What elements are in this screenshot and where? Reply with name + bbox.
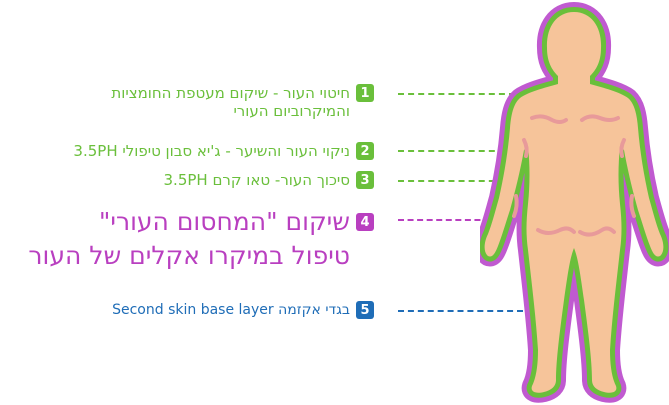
item-4: שיקום "המחסום העורי" טיפול במיקרו אקלים … (28, 205, 374, 273)
item-2-text: ניקוי העור והשיער - ג'יא סבון טיפולי 3.5… (73, 142, 350, 160)
item-3: סיכוך העור- טאו קרם 3.5PH 3 (164, 171, 374, 189)
item-1-line1: חיטוי העור - שיקום מעטפת החומציות (111, 84, 350, 102)
item-3-badge: 3 (356, 171, 374, 189)
item-4-leader-line (398, 219, 490, 221)
item-1-text: חיטוי העור - שיקום מעטפת החומציות והמיקר… (111, 84, 350, 120)
item-4-text: שיקום "המחסום העורי" טיפול במיקרו אקלים … (28, 205, 350, 273)
skin-body (485, 12, 664, 393)
item-5-badge: 5 (356, 301, 374, 319)
item-1-line2: והמיקרוביום העורי (111, 102, 350, 120)
item-2: ניקוי העור והשיער - ג'יא סבון טיפולי 3.5… (73, 142, 374, 160)
item-4-line2: טיפול במיקרו אקלים של העור (28, 239, 350, 273)
item-1: חיטוי העור - שיקום מעטפת החומציות והמיקר… (111, 84, 374, 120)
human-body-illustration (480, 0, 669, 405)
item-3-text: סיכוך העור- טאו קרם 3.5PH (164, 171, 350, 189)
item-2-badge: 2 (356, 142, 374, 160)
item-5: בגדי אקזמה Second skin base layer 5 (112, 301, 374, 319)
item-4-line1: שיקום "המחסום העורי" (28, 205, 350, 239)
item-5-text: בגדי אקזמה Second skin base layer (112, 302, 350, 318)
item-4-badge: 4 (356, 213, 374, 231)
item-1-badge: 1 (356, 84, 374, 102)
